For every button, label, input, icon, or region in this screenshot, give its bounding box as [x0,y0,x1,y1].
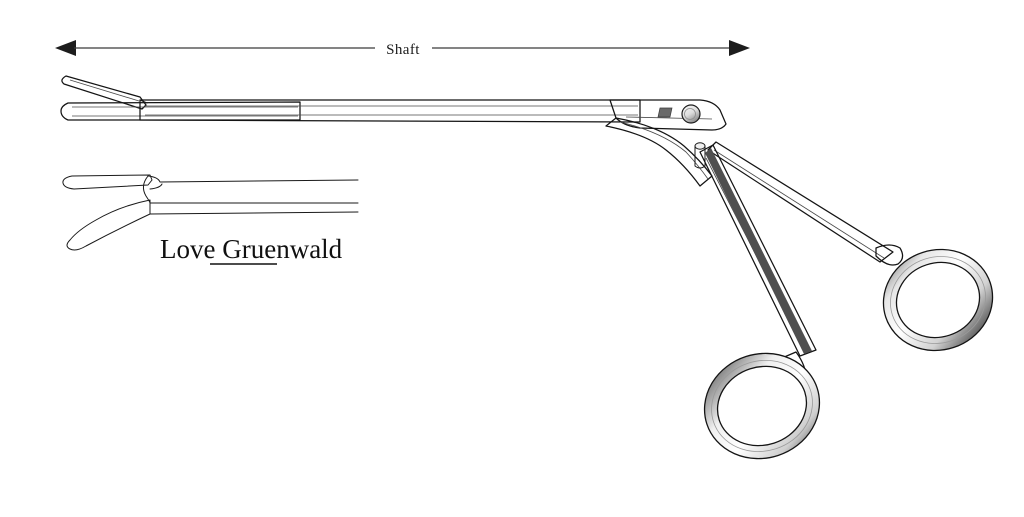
arrow-right-icon [729,40,750,56]
lower-handle-arm [699,144,817,385]
hinge-joint [609,99,727,131]
lower-jaw [60,101,301,121]
arrow-left-icon [55,40,76,56]
hinge-screw-inner [684,108,696,120]
inset-upper-tail [147,175,359,183]
instrument-main [60,75,994,460]
shaft-label: Shaft [386,42,420,58]
stop-post [694,142,706,169]
inset-upper-jaw [62,174,153,190]
shaft-dimension-callout: Shaft [55,40,750,58]
upper-jaw [61,75,147,110]
instrument-name-label: Love Gruenwald [160,234,343,265]
finger-ring-lower [703,352,821,460]
shank-transition [605,117,713,187]
inset-lower-jaw [66,199,151,251]
arm-shadow [705,148,812,354]
joint-notch [657,107,673,118]
instrument-name-text: Love Gruenwald [160,234,343,264]
open-jaws-detail-inset [62,174,359,251]
inset-jaw-seam [142,175,151,204]
stop-post-top [694,142,706,150]
inset-lower-tail [149,211,359,215]
finger-ring-upper [882,248,994,352]
shaft [139,99,641,123]
